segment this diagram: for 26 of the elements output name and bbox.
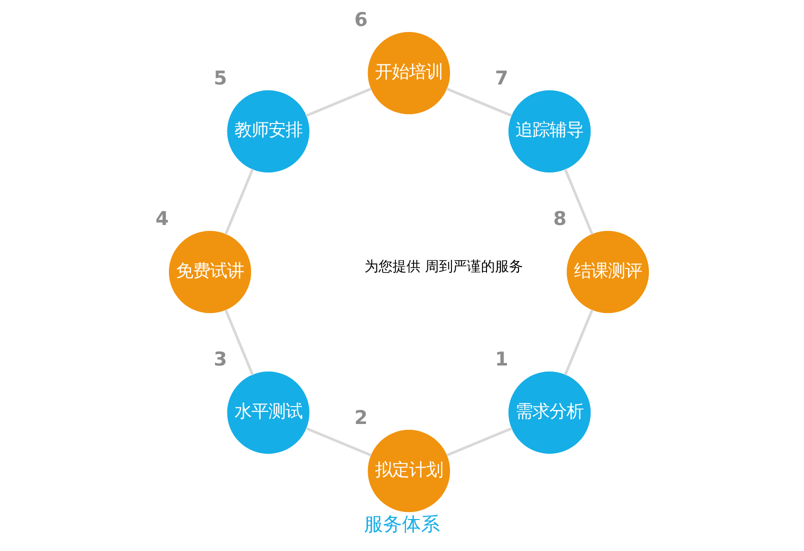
- node-circle: 水平测试: [227, 372, 310, 454]
- connector: [306, 427, 372, 457]
- node-label: 5: [214, 67, 227, 90]
- node-circle: 拟定计划: [368, 430, 450, 512]
- connector: [564, 168, 594, 235]
- connector: [224, 168, 254, 235]
- node-label: 7: [495, 67, 508, 90]
- connector: [305, 88, 372, 117]
- node-circle: 教师安排: [227, 90, 310, 173]
- node-label: 6: [354, 9, 368, 32]
- node-label: 2: [354, 406, 368, 429]
- node-circle: 追踪辅导: [508, 90, 591, 173]
- connector: [446, 88, 512, 117]
- node-circle: 开始培训: [368, 32, 450, 114]
- connector: [446, 427, 512, 456]
- node-label: 1: [495, 348, 508, 371]
- node-circle: 结课测评: [566, 230, 649, 314]
- node-label: 8: [553, 208, 567, 230]
- diagram-title: 服务体系: [364, 513, 440, 536]
- node-circle: 需求分析: [508, 372, 591, 454]
- node-circle: 免费试讲: [168, 230, 252, 314]
- node-label: 3: [214, 348, 227, 371]
- connector: [224, 309, 254, 376]
- connector: [564, 309, 594, 376]
- node-label: 4: [155, 208, 169, 230]
- label: 为您提供 周到严谨的服务: [364, 258, 523, 275]
